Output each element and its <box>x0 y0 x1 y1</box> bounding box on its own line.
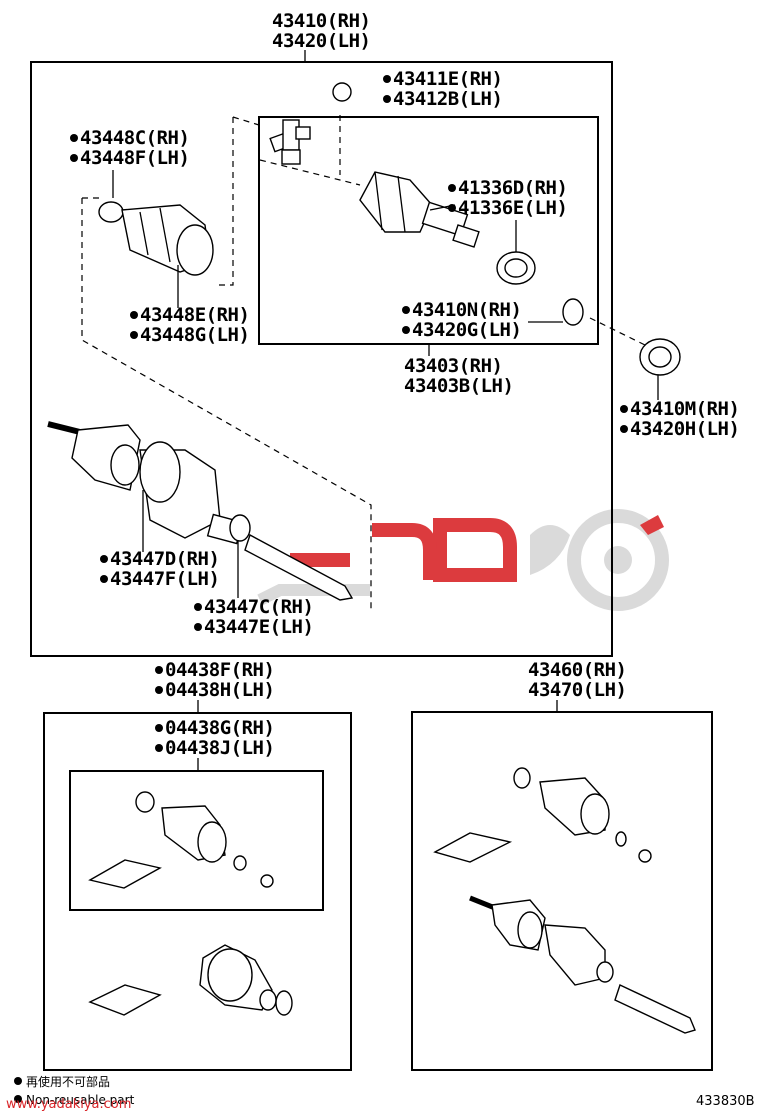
watermark-url: www.yadakiya.com <box>6 1097 131 1112</box>
legend-jp: 再使用不可部品 <box>26 1074 110 1089</box>
assembly-rh-label: 43410(RH) <box>272 10 370 32</box>
boot-clamp-inner-2-rh-label: 43448E(RH) <box>140 304 249 326</box>
tripod-joint-rh-label: 41336D(RH) <box>458 177 567 199</box>
inner-boot-icon <box>98 201 214 276</box>
boot-kit-inner-lh-label: 04438H(LH) <box>165 679 274 701</box>
boot-kit-frame <box>43 712 352 1071</box>
boot-clamp-inner-rh-label: 43448C(RH) <box>80 127 189 149</box>
outboard-joint-lh-label: 43470(LH) <box>528 679 626 701</box>
outboard-joint-frame <box>411 711 713 1071</box>
snap-ring-outer-rh-label: 43411E(RH) <box>393 68 502 90</box>
tripod-icon <box>269 119 311 165</box>
joint-housing-icon <box>359 171 480 248</box>
dust-deflector-rh-label: 43410M(RH) <box>630 398 739 420</box>
boot-clamp-outer-2-rh-label: 43447C(RH) <box>204 596 313 618</box>
dust-deflector-lh-label: 43420H(LH) <box>630 418 739 440</box>
snap-ring-outer-lh-label: 43412B(LH) <box>393 88 502 110</box>
driveshaft-icon <box>47 421 354 601</box>
tripod-joint-lh-label: 41336E(LH) <box>458 197 567 219</box>
boot-clamp-outer-lh-label: 43447F(LH) <box>110 568 219 590</box>
outboard-joint-rh-label: 43460(RH) <box>528 659 626 681</box>
legend-en: Non-reusable part <box>26 1093 135 1107</box>
outboard-joint-icon <box>433 767 696 1034</box>
inboard-joint-lh-label: 43403B(LH) <box>404 375 513 397</box>
boot-kit-outer-rh-label: 04438G(RH) <box>165 717 274 739</box>
boot-clamp-inner-2-lh-label: 43448G(LH) <box>140 324 249 346</box>
boot-kit-inner-rh-label: 04438F(RH) <box>165 659 274 681</box>
snap-ring-inner-icon <box>562 298 584 326</box>
boot-clamp-inner-lh-label: 43448F(LH) <box>80 147 189 169</box>
assembly-lh-label: 43420(LH) <box>272 30 370 52</box>
outer-boot-kit-icon <box>88 944 293 1016</box>
snap-ring-inner-rh-label: 43410N(RH) <box>412 299 521 321</box>
boot-kit-inner-frame <box>69 770 324 911</box>
snap-ring-inner-lh-label: 43420G(LH) <box>412 319 521 341</box>
boot-clamp-outer-2-lh-label: 43447E(LH) <box>204 616 313 638</box>
snap-ring-icon <box>332 82 352 102</box>
dust-deflector-icon <box>639 338 681 376</box>
oil-seal-icon <box>496 251 536 285</box>
inboard-joint-rh-label: 43403(RH) <box>404 355 502 377</box>
boot-kit-outer-lh-label: 04438J(LH) <box>165 737 274 759</box>
main-assembly-frame <box>30 61 613 657</box>
boot-clamp-outer-rh-label: 43447D(RH) <box>110 548 219 570</box>
diagram-code: 433830B <box>696 1094 755 1109</box>
watermark-logo <box>257 509 669 611</box>
inner-boot-kit-icon <box>88 791 274 889</box>
